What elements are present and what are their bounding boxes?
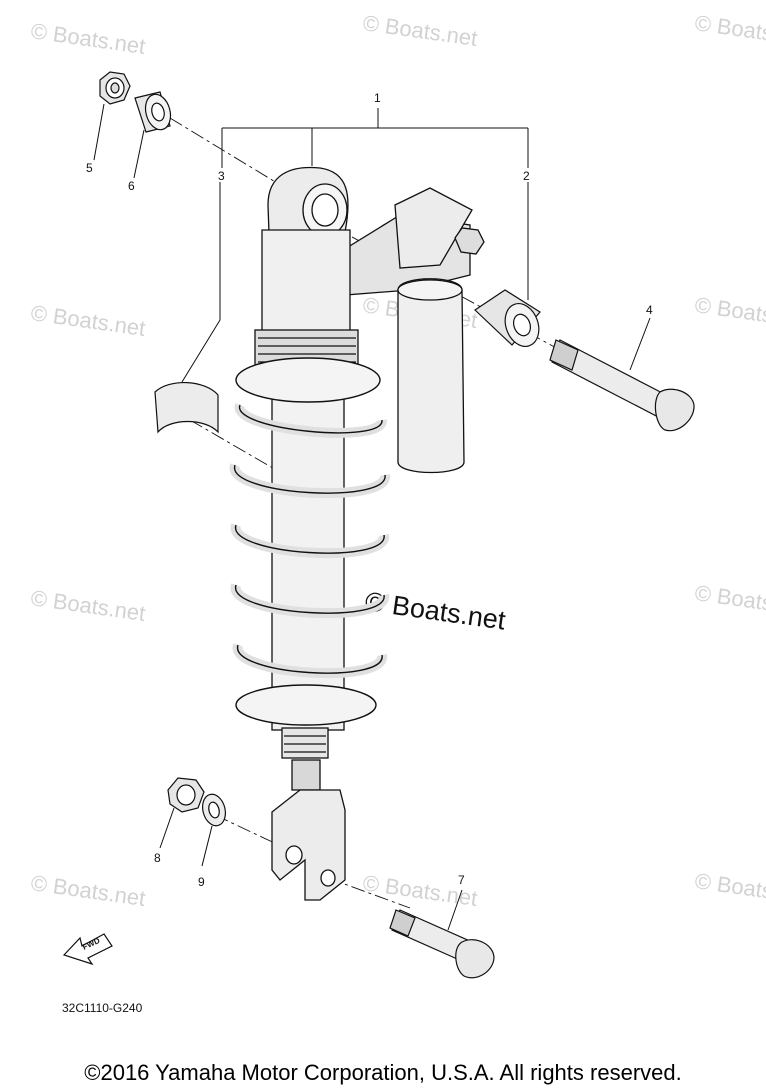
callout-4: 4 [646, 303, 653, 317]
watermark: © Boats.net [361, 10, 479, 51]
callout-5: 5 [86, 161, 93, 175]
callout-numbers: 1 2 3 4 5 6 7 8 9 [86, 91, 653, 889]
nut-5 [99, 71, 131, 105]
watermark-large: © Boats.net [363, 586, 508, 635]
bolt-7 [389, 909, 495, 979]
nut-8 [167, 777, 205, 813]
collar-6 [134, 91, 172, 133]
callout-2: 2 [523, 169, 530, 183]
callout-6: 6 [128, 179, 135, 193]
watermark: © Boats.net [29, 300, 147, 341]
callout-9: 9 [198, 875, 205, 889]
watermark: © Boats.net [693, 292, 766, 333]
watermark: © Boats.net [29, 870, 147, 911]
shock-body [254, 229, 359, 731]
reservoir [334, 187, 485, 474]
diagram-code: 32C1110-G240 [62, 1001, 143, 1015]
shock-lower [271, 727, 346, 901]
callout-1: 1 [374, 91, 381, 105]
leader-lines [93, 103, 651, 931]
assembly-bracket [181, 108, 529, 383]
watermark: © Boats.net [693, 10, 766, 51]
collar-2 [474, 289, 541, 347]
copyright-notice: ©2016 Yamaha Motor Corporation, U.S.A. A… [84, 1060, 682, 1085]
washer-9 [201, 793, 227, 827]
watermark: © Boats.net [693, 580, 766, 621]
fwd-arrow-icon: FWD [62, 933, 113, 966]
callout-3: 3 [218, 169, 225, 183]
watermark: © Boats.net [29, 585, 147, 626]
callout-8: 8 [154, 851, 161, 865]
watermark: © Boats.net [29, 18, 147, 59]
watermark: © Boats.net [693, 868, 766, 909]
coil-spring [229, 357, 390, 726]
bolt-4 [549, 339, 695, 432]
spring-retainer-3 [154, 381, 219, 434]
callout-7: 7 [458, 873, 465, 887]
